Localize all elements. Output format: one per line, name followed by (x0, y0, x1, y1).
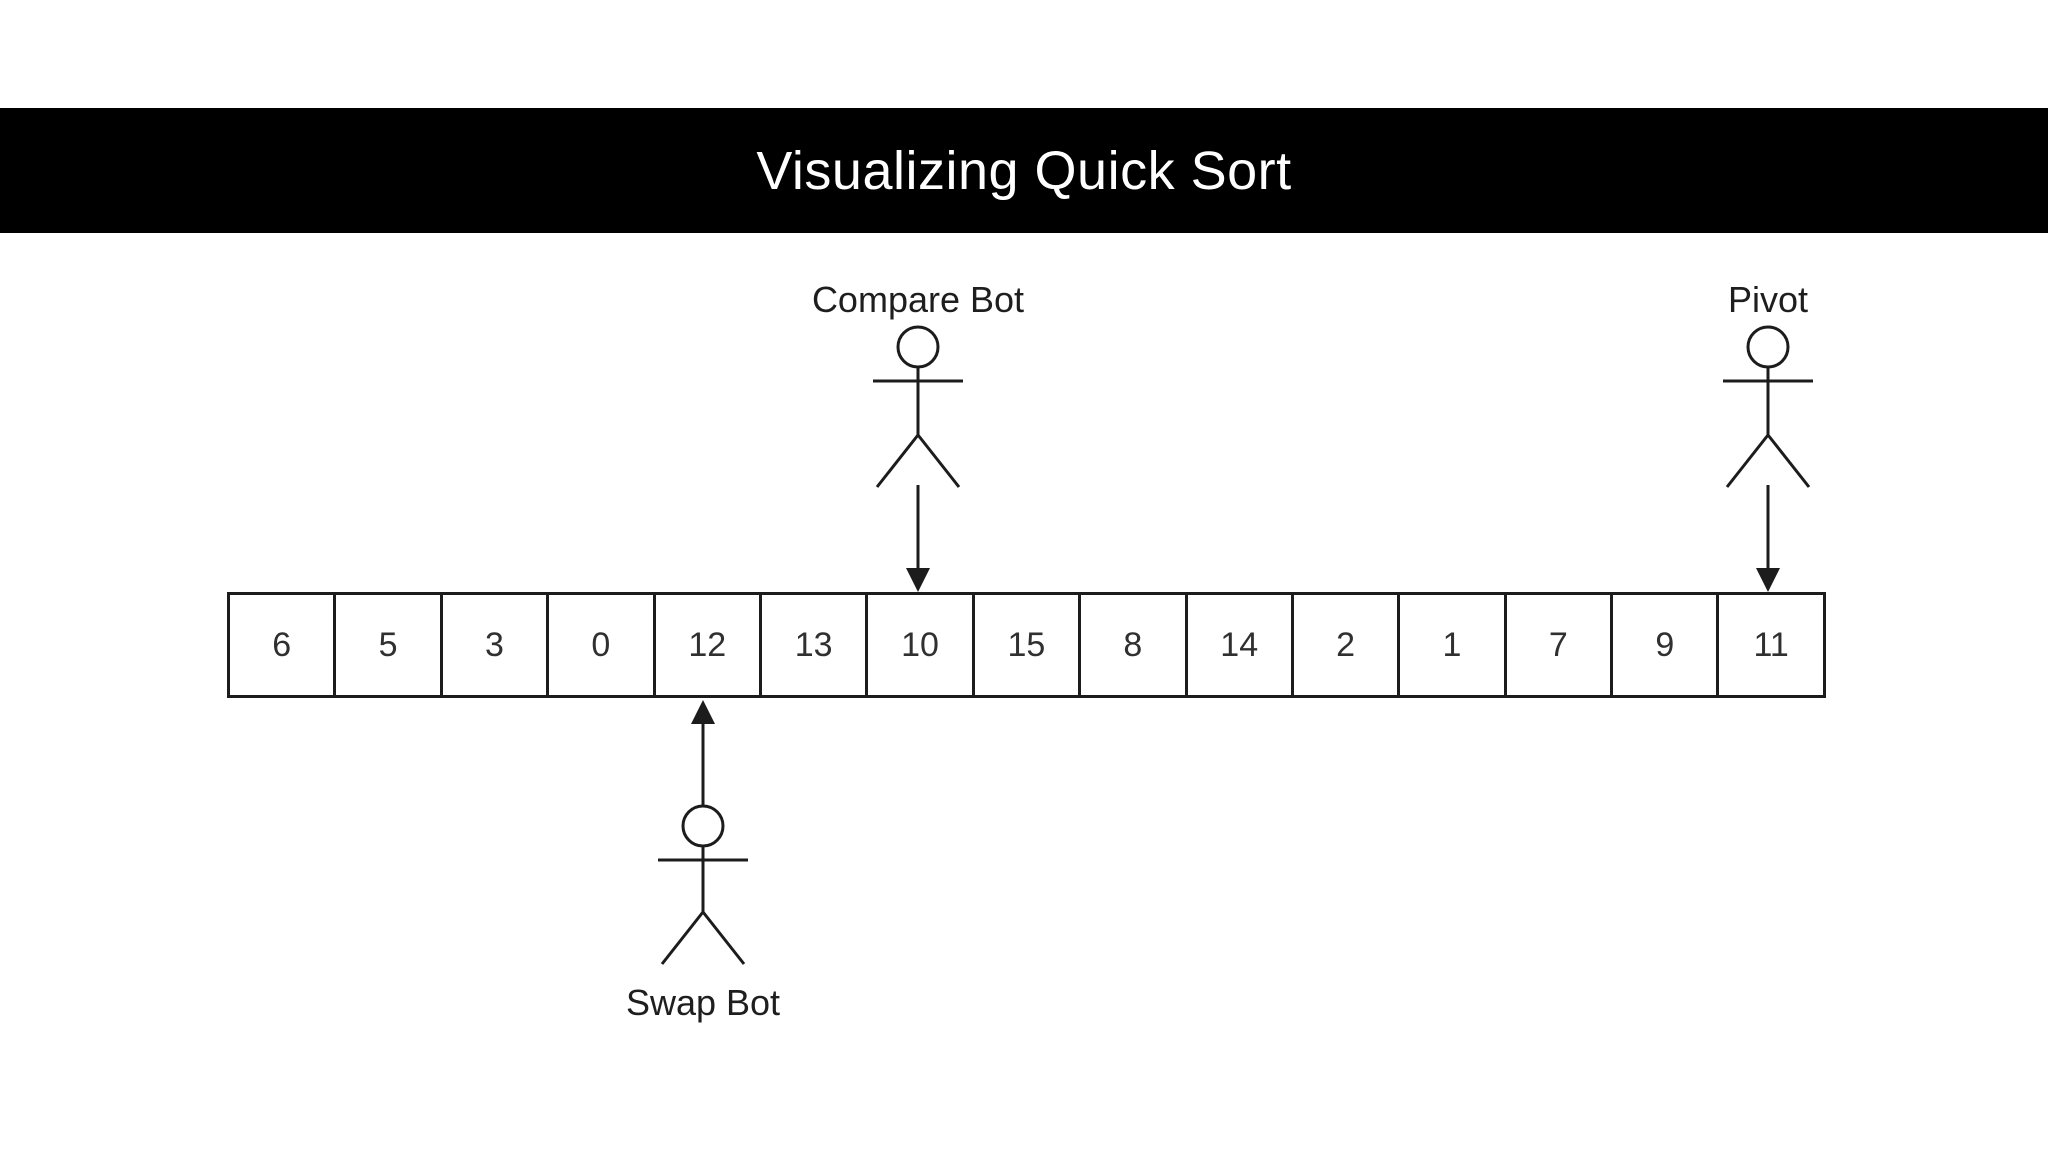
array-cell: 14 (1184, 592, 1294, 698)
stick-figure-icon (658, 804, 748, 965)
swap-bot-label: Swap Bot (625, 982, 781, 1023)
compare-bot-stick-figure-icon (873, 325, 963, 592)
array-cell: 1 (1397, 592, 1507, 698)
title-bar: Visualizing Quick Sort (0, 108, 2048, 233)
array-cell: 7 (1503, 592, 1614, 698)
swap-bot-stick-figure-icon (658, 700, 748, 965)
array-cell: 13 (758, 592, 869, 698)
array-cell: 12 (652, 592, 762, 698)
array-cell: 3 (439, 592, 550, 698)
array-cell: 9 (1610, 592, 1720, 698)
pivot-stick-figure-icon (1723, 325, 1813, 592)
array-cell: 0 (546, 592, 656, 698)
array-cell: 2 (1290, 592, 1401, 698)
array-cell: 8 (1078, 592, 1188, 698)
compare-bot-label: Compare Bot (811, 279, 1025, 320)
array-cell: 5 (333, 592, 443, 698)
arrow-down-icon (1756, 485, 1780, 592)
array-cell: 11 (1716, 592, 1826, 698)
page-title: Visualizing Quick Sort (756, 140, 1292, 201)
stick-figure-icon (873, 325, 963, 488)
array-cell: 15 (971, 592, 1082, 698)
array-cell: 6 (227, 592, 337, 698)
array-cell: 10 (865, 592, 975, 698)
pivot-label: Pivot (1727, 279, 1809, 320)
arrow-down-icon (906, 485, 930, 592)
stick-figure-icon (1723, 325, 1813, 488)
arrow-up-icon (691, 700, 715, 805)
